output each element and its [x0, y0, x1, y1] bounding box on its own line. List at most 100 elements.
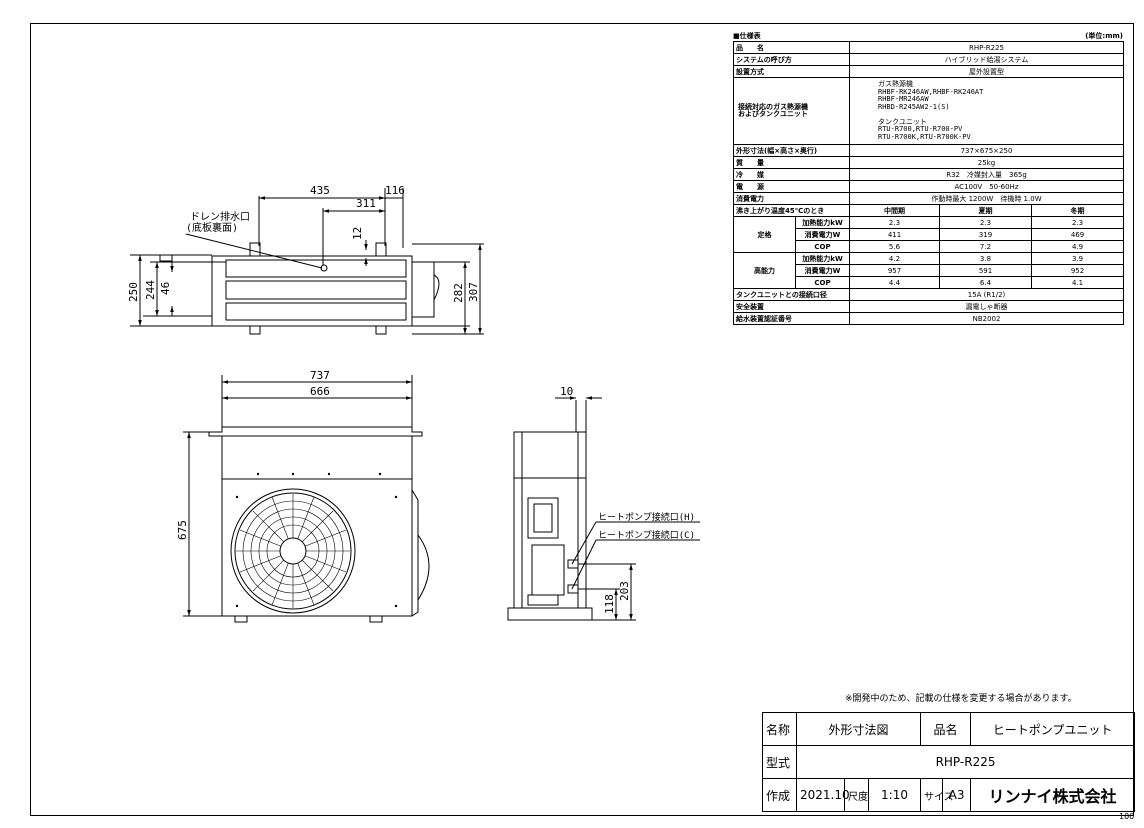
season-mid: 中間期	[849, 204, 940, 217]
cell-label: 設置方式	[733, 65, 850, 78]
value-cell: 957	[849, 264, 940, 277]
tb-scale-value: 1:10	[867, 778, 922, 812]
cell-value: 屋外設置型	[848, 65, 1125, 78]
value-cell: 2.3	[849, 216, 940, 229]
value-cell: 6.4	[939, 276, 1032, 289]
development-note: ※開発中のため、記載の仕様を変更する場合があります。	[845, 694, 1077, 704]
dim-250: 250	[127, 282, 140, 302]
spec-unit: (単位:mm)	[1085, 32, 1123, 40]
sub-power: 消費電力W	[795, 228, 850, 241]
dim-10: 10	[560, 385, 573, 398]
tb-created-label: 作成	[762, 778, 797, 812]
value-cell: 952	[1030, 264, 1125, 277]
front-view	[183, 375, 430, 623]
drain-sublabel: (底板裏面)	[186, 221, 238, 234]
tb-scale-label: 尺度	[844, 778, 869, 812]
company-name: リンナイ株式会社	[970, 778, 1136, 812]
tb-product-label: 品名	[920, 712, 972, 746]
spec-row-name: 品 名 RHP-R225	[733, 41, 1125, 54]
spec-caption: ■仕様表 (単位:mm)	[733, 31, 1123, 41]
spec-row-consumption: 消費電力 作動時最大 1200W 待機時 1.0W	[733, 192, 1125, 205]
dim-435: 435	[310, 184, 330, 197]
tb-size-value: A3	[942, 778, 972, 812]
spec-row-install: 設置方式 屋外設置型	[733, 65, 1125, 78]
spec-row-rated-cop: COP 5.6 7.2 4.9	[734, 240, 1125, 253]
cell-value: 25kg	[848, 156, 1125, 169]
dim-307: 307	[467, 282, 480, 302]
sub-cop: COP	[795, 276, 850, 289]
value-cell: 319	[939, 228, 1032, 241]
sub-cop: COP	[795, 240, 850, 253]
cell-value: NB2002	[848, 312, 1125, 325]
spec-row-power: 電 源 AC100V 50-60Hz	[733, 180, 1125, 193]
value-cell: 469	[1030, 228, 1125, 241]
season-winter: 冬期	[1030, 204, 1125, 217]
spec-table: 品 名 RHP-R225 システムの呼び方 ハイブリッド給湯システム 設置方式 …	[733, 41, 1125, 325]
value-cell: 3.9	[1030, 252, 1125, 265]
value-cell: 4.4	[849, 276, 940, 289]
spec-row-condition: 沸き上がり温度45℃のとき 中間期 夏期 冬期	[733, 204, 1125, 217]
cell-label: 消費電力	[733, 192, 850, 205]
cell-label: 電 源	[733, 180, 850, 193]
value-cell: 4.2	[849, 252, 940, 265]
spec-row-high-heat: 高能力 加熱能力kW 4.2 3.8 3.9	[733, 252, 1125, 289]
sheet-number: 100	[1119, 812, 1135, 821]
conn-h-label: ヒートポンプ接続口(H)	[598, 511, 695, 523]
dim-118: 118	[603, 594, 616, 614]
spec-row-refrigerant: 冷 媒 R32 冷媒封入量 365g	[733, 168, 1125, 181]
value-cell: 411	[849, 228, 940, 241]
cell-value: ガス熱源機 RHBF-RK246AW,RHBF-RK246AT RHBF-MR2…	[848, 77, 1125, 145]
cell-label: 質 量	[733, 156, 850, 169]
value-cell: 4.1	[1030, 276, 1125, 289]
spec-row-system: システムの呼び方 ハイブリッド給湯システム	[733, 53, 1125, 66]
season-summer: 夏期	[939, 204, 1032, 217]
dim-311: 311	[356, 197, 376, 210]
side-view	[507, 396, 700, 621]
spec-row-dims: 外形寸法(幅×高さ×奥行) 737×675×250	[733, 144, 1125, 157]
value-cell: 3.8	[939, 252, 1032, 265]
value-cell: 5.6	[849, 240, 940, 253]
cell-value: 737×675×250	[848, 144, 1125, 157]
cell-value: R32 冷媒封入量 365g	[848, 168, 1125, 181]
tb-model-label: 型式	[762, 745, 797, 779]
value-cell: 591	[939, 264, 1032, 277]
cell-label: 外形寸法(幅×高さ×奥行)	[733, 144, 850, 157]
cell-label: 安全装置	[733, 300, 850, 313]
cell-value: 作動時最大 1200W 待機時 1.0W	[848, 192, 1125, 205]
dim-116: 116	[385, 184, 405, 197]
tb-model-value: RHP-R225	[795, 745, 1136, 779]
spec-row-connection: タンクユニットとの接続口径 15A (R1/2)	[733, 288, 1125, 301]
cell-label: 品 名	[733, 41, 850, 54]
spec-row-safety: 安全装置 漏電しゃ断器	[733, 300, 1125, 313]
spec-row-compat: 接続対応のガス熱源機 およびタンクユニット ガス熱源機 RHBF-RK246AW…	[733, 77, 1125, 145]
cell-label: システムの呼び方	[733, 53, 850, 66]
cell-label: 接続対応のガス熱源機 およびタンクユニット	[733, 77, 850, 145]
dim-282: 282	[452, 283, 465, 303]
cell-label: タンクユニットとの接続口径	[733, 288, 850, 301]
spec-caption-text: ■仕様表	[733, 32, 761, 40]
sub-heat: 加熱能力kW	[795, 216, 850, 229]
group-high: 高能力	[733, 252, 796, 289]
tb-name-value: 外形寸法図	[795, 712, 922, 746]
dim-666: 666	[310, 385, 330, 398]
dim-737: 737	[310, 369, 330, 382]
cell-label: 冷 媒	[733, 168, 850, 181]
sub-power: 消費電力W	[795, 264, 850, 277]
cell-label: 給水装置認証番号	[733, 312, 850, 325]
value-cell: 2.3	[939, 216, 1032, 229]
tb-name-label: 名称	[762, 712, 797, 746]
tb-product-value: ヒートポンプユニット	[970, 712, 1136, 746]
dim-244: 244	[144, 280, 157, 300]
spec-row-cert: 給水装置認証番号 NB2002	[733, 312, 1125, 325]
cell-value: ハイブリッド給湯システム	[848, 53, 1125, 66]
cell-value: RHP-R225	[848, 41, 1125, 54]
dim-675: 675	[176, 520, 189, 540]
sub-heat: 加熱能力kW	[795, 252, 850, 265]
spec-row-mass: 質 量 25kg	[733, 156, 1125, 169]
cell-value: 漏電しゃ断器	[848, 300, 1125, 313]
cell-value: 15A (R1/2)	[848, 288, 1125, 301]
title-block: 名称 外形寸法図 品名 ヒートポンプユニット 型式 RHP-R225 作成 20…	[762, 712, 1136, 812]
conn-c-label: ヒートポンプ接続口(C)	[598, 529, 695, 541]
spec-row-rated-power: 消費電力W 411 319 469	[734, 228, 1125, 241]
